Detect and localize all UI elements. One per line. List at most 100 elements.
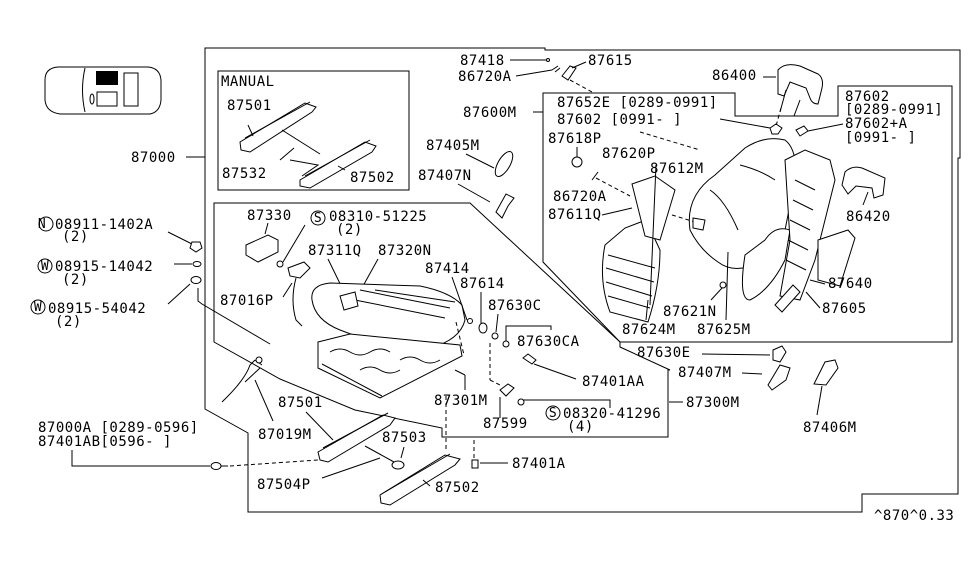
label-08915-54042-qty: (2) [55,314,82,330]
seat-location-marker [96,71,118,85]
leader-87620P [649,164,657,306]
label-87414: 87414 [425,261,470,277]
label-87625M: 87625M [697,322,751,338]
switch-87016P [287,261,311,279]
washer-prefix-2: W [34,300,42,315]
label-08911-qty: (2) [62,229,89,245]
label-87602-b2: [0289-0991] [845,102,943,118]
label-87652E: 87652E [0289-0991] [557,95,718,111]
label-87605: 87605 [822,301,867,317]
nut-08911 [189,241,203,253]
screw-symbol-icon [545,405,561,421]
vehicle-locator-icon [44,66,162,115]
label-87630CA: 87630CA [517,334,580,350]
harness-87019M [221,356,263,403]
label-08310-51225: 08310-51225 [329,209,427,225]
label-87502-manual: 87502 [350,170,395,186]
label-87615: 87615 [588,53,633,69]
label-87401AA: 87401AA [582,374,645,390]
cover-87407N [495,193,515,219]
label-08310-qty: (2) [336,222,363,238]
screw-prefix-1: S [314,211,322,226]
knob-87618P [571,156,583,168]
washer-symbol-icon [30,299,46,315]
label-87602A-2: [0991- ] [845,130,916,146]
rail-87501 [317,414,396,463]
reference-code: ^870^0.33 [874,508,954,524]
label-08320-41296: 08320-41296 [563,406,661,422]
washer-08915-14042 [192,261,202,267]
label-87000: 87000 [131,150,176,166]
label-87019M: 87019M [258,427,312,443]
bolt-87401A [471,459,479,469]
label-87401AB: 87401AB[0596- ] [38,434,172,450]
label-87501: 87501 [278,395,323,411]
label-87320N: 87320N [378,243,432,259]
label-87504P: 87504P [257,477,311,493]
knob-87614 [478,322,488,334]
label-87401A: 87401A [512,456,566,472]
spring-87503 [391,460,405,470]
label-87614: 87614 [460,276,505,292]
manual-seat-rail-group: MANUAL 87501 87532 87502 [217,70,410,191]
seat-cushion-assembly-box [213,202,671,438]
nut-symbol-icon [38,216,54,232]
label-87406M: 87406M [803,420,857,436]
bolt-87401AA [522,353,537,365]
label-87301M: 87301M [434,393,488,409]
label-87620P: 87620P [602,146,656,162]
manual-box-label: MANUAL [221,74,275,90]
seat-back-assembly-box [542,85,953,343]
label-87602A-1: 87602+A [845,116,908,132]
label-87621N: 87621N [663,304,717,320]
rail-87502 [379,454,461,506]
label-87532: 87532 [222,166,267,182]
seat-back-drawing [601,138,886,323]
label-86420: 86420 [846,209,891,225]
label-08911-1402A: 08911-1402A [55,217,153,233]
label-87418: 87418 [460,53,505,69]
washer-symbol-icon [37,258,53,274]
screw-prefix-2: S [549,406,557,421]
label-87407N: 87407N [418,168,472,184]
label-08915-54042: 08915-54042 [48,301,146,317]
label-87602-b1: 87602 [845,89,890,105]
label-87630C: 87630C [488,298,542,314]
label-87624M: 87624M [622,322,676,338]
label-08915-14042: 08915-14042 [55,259,153,275]
washer-prefix-1: W [41,259,49,274]
seat-cushion-drawing [311,282,473,399]
label-87405M: 87405M [426,138,480,154]
main-assembly-border [204,47,961,513]
cover-87406M [813,359,839,386]
label-87502: 87502 [435,480,480,496]
clip-87599 [499,383,515,397]
label-87612M: 87612M [650,161,704,177]
switch-cover-87330 [245,234,279,263]
label-87000A: 87000A [0289-0596] [38,420,199,436]
label-86720A-top: 86720A [458,69,512,85]
clip-87615 [561,65,577,81]
bolt-87401AB [210,462,222,470]
screw-symbol-icon [310,210,326,226]
cover-87405M [494,151,514,177]
label-87501-manual: 87501 [227,98,272,114]
label-87611Q: 87611Q [548,207,602,223]
label-86720A-mid: 86720A [553,189,607,205]
clip-87630E [772,345,787,363]
label-08320-qty: (4) [567,419,594,435]
label-87602-a: 87602 [0991- ] [557,112,682,128]
label-87640: 87640 [828,276,873,292]
label-87618P: 87618P [548,131,602,147]
label-08915-14042-qty: (2) [62,272,89,288]
label-87503: 87503 [382,430,427,446]
label-87407M: 87407M [678,365,732,381]
label-87599: 87599 [483,416,528,432]
label-87311Q: 87311Q [308,243,362,259]
nut-prefix: N [38,217,46,232]
label-87630E: 87630E [637,345,691,361]
headrest-86400 [777,64,823,105]
cover-87407M [767,364,791,391]
label-87600M: 87600M [463,105,517,121]
